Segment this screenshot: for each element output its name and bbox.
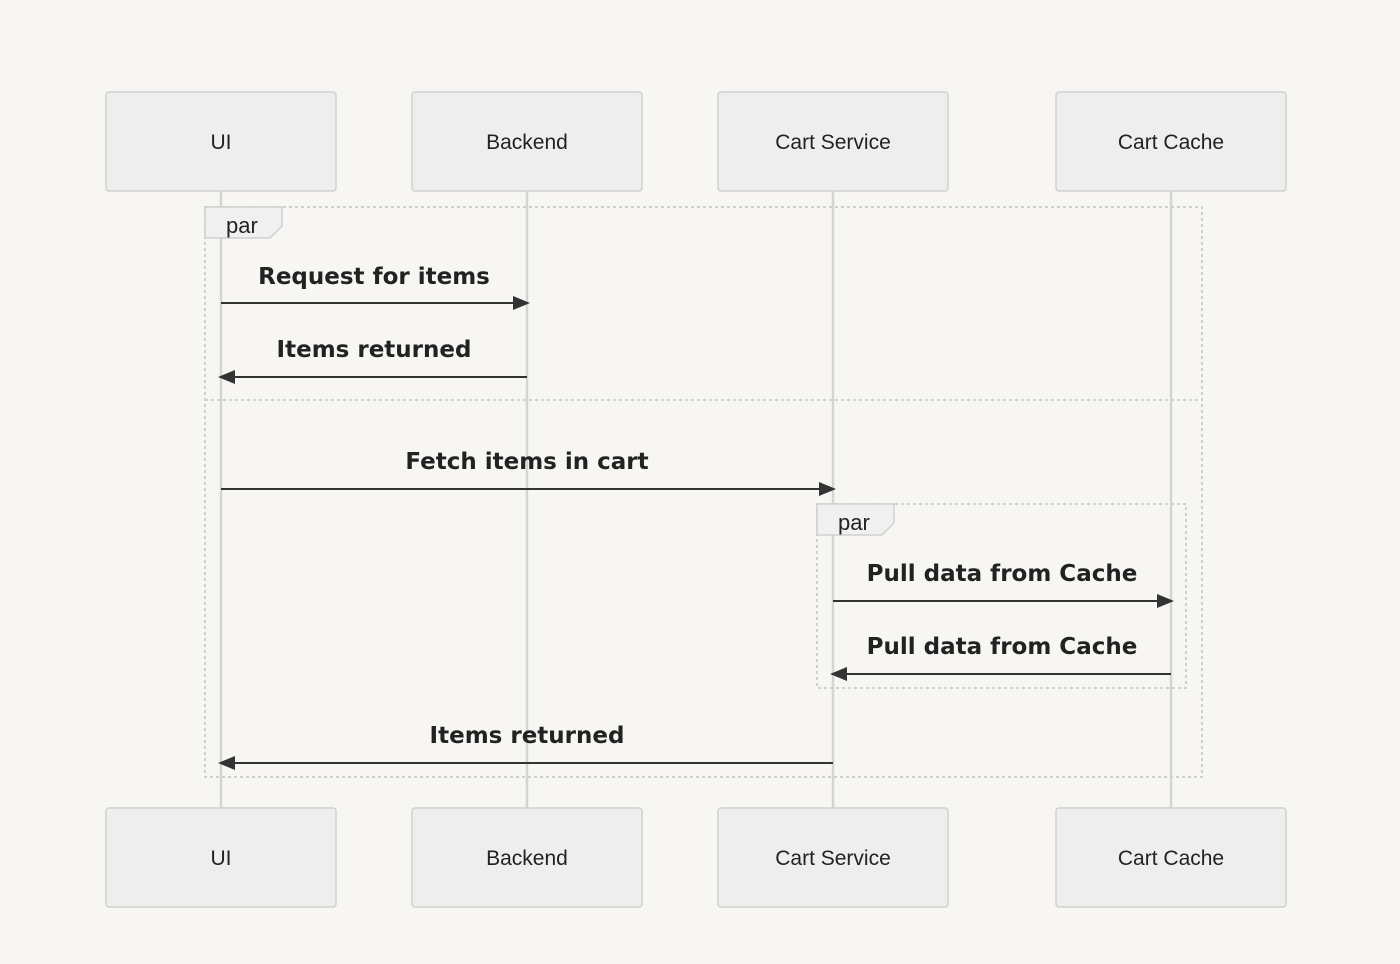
par-fragment-outer: par [204, 206, 1203, 778]
actor-cart-cache-top: Cart Cache [1055, 91, 1287, 192]
actor-label: Cart Service [775, 131, 891, 154]
actor-box [717, 91, 949, 192]
actor-label: UI [211, 131, 232, 154]
message-6: Items returned [218, 723, 833, 770]
arrowhead-right-icon [1157, 594, 1174, 608]
actor-ui-bottom: UI [105, 807, 337, 908]
arrowhead-left-icon [830, 667, 847, 681]
actor-label: Cart Cache [1118, 847, 1224, 870]
actor-backend-top: Backend [411, 91, 643, 192]
par-label-outer: par [226, 213, 258, 238]
actor-label: Backend [486, 847, 568, 870]
message-label: Pull data from Cache [867, 634, 1138, 660]
message-1: Request for items [221, 264, 530, 310]
par-tab-outer [204, 206, 283, 239]
actor-cart-service-top: Cart Service [717, 91, 949, 192]
actor-box [411, 807, 643, 908]
par-frame-inner [816, 503, 1187, 689]
par-fragment-inner: par [816, 503, 1187, 689]
message-label: Items returned [277, 337, 472, 363]
actor-cart-cache-bottom: Cart Cache [1055, 807, 1287, 908]
actor-box [105, 91, 337, 192]
actor-box [105, 807, 337, 908]
actor-box [1055, 91, 1287, 192]
message-2: Items returned [218, 337, 527, 384]
message-label: Pull data from Cache [867, 561, 1138, 587]
par-frame-outer [204, 206, 1203, 778]
actor-label: Cart Cache [1118, 131, 1224, 154]
actor-box [411, 91, 643, 192]
arrowhead-left-icon [218, 370, 235, 384]
actor-label: Backend [486, 131, 568, 154]
actor-box [717, 807, 949, 908]
arrowhead-right-icon [513, 296, 530, 310]
par-label-inner: par [838, 510, 870, 535]
message-3: Fetch items in cart [221, 449, 836, 496]
actor-ui-top: UI [105, 91, 337, 192]
message-4: Pull data from Cache [833, 561, 1174, 608]
actor-cart-service-bottom: Cart Service [717, 807, 949, 908]
actor-label: UI [211, 847, 232, 870]
message-label: Items returned [430, 723, 625, 749]
message-5: Pull data from Cache [830, 634, 1171, 681]
arrowhead-left-icon [218, 756, 235, 770]
par-tab-inner [816, 503, 895, 536]
actor-label: Cart Service [775, 847, 891, 870]
arrowhead-right-icon [819, 482, 836, 496]
message-label: Fetch items in cart [405, 449, 648, 475]
message-label: Request for items [258, 264, 490, 290]
actor-backend-bottom: Backend [411, 807, 643, 908]
actor-box [1055, 807, 1287, 908]
